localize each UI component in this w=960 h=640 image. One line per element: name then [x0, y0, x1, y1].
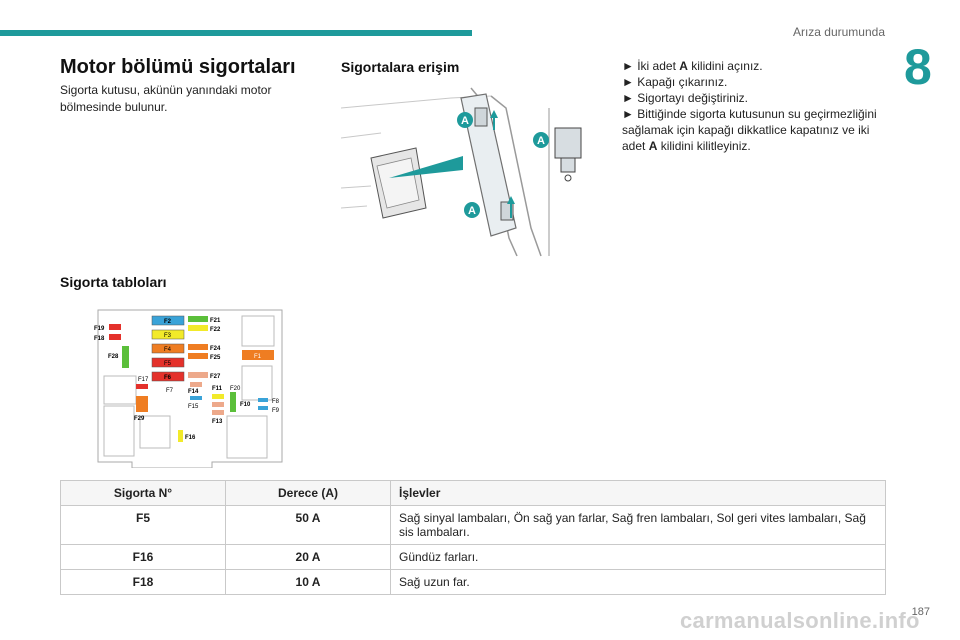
fuse-tables-heading: Sigorta tabloları	[60, 274, 167, 290]
fuse-functions: Sağ sinyal lambaları, Ön sağ yan farlar,…	[390, 505, 886, 545]
fuse-number: F5	[60, 505, 226, 545]
svg-text:F15: F15	[188, 404, 199, 410]
svg-text:F27: F27	[210, 374, 221, 380]
fuse-number: F16	[60, 544, 226, 570]
svg-text:F6: F6	[164, 375, 172, 381]
table-row: F16 20 A Gündüz farları.	[60, 544, 886, 570]
svg-text:F13: F13	[212, 419, 223, 425]
lock-label-a-3: A	[464, 202, 480, 218]
fuse-functions: Sağ uzun far.	[390, 569, 886, 595]
svg-text:A: A	[537, 135, 545, 147]
svg-text:F3: F3	[164, 333, 172, 339]
svg-text:F9: F9	[272, 408, 280, 414]
fuse-box-access-illustration: A A A	[341, 78, 593, 258]
access-heading: Sigortalara erişim	[341, 59, 460, 75]
svg-text:F4: F4	[164, 347, 172, 353]
watermark: carmanualsonline.info	[680, 608, 920, 633]
fuse-rating: 10 A	[225, 569, 391, 595]
step-1: ► İki adet A kilidini açınız.	[622, 59, 763, 73]
access-steps: ► İki adet A kilidini açınız. ► Kapağı ç…	[622, 58, 884, 154]
col-fuse-number: Sigorta N°	[60, 480, 226, 506]
fuse-functions: Gündüz farları.	[390, 544, 886, 570]
svg-text:F14: F14	[188, 389, 199, 395]
step-4: ► Bittiğinde sigorta kutusunun su geçirm…	[622, 107, 877, 153]
header-accent-bar	[0, 30, 472, 36]
svg-text:F28: F28	[108, 354, 119, 360]
svg-text:A: A	[468, 205, 476, 217]
svg-text:F20: F20	[230, 386, 241, 392]
lock-label-a-2: A	[533, 132, 549, 148]
svg-text:F24: F24	[210, 346, 221, 352]
svg-text:F16: F16	[185, 435, 196, 441]
svg-text:F2: F2	[164, 319, 172, 325]
svg-text:F10: F10	[240, 402, 251, 408]
lock-label-a-1: A	[457, 112, 473, 128]
svg-text:F21: F21	[210, 318, 221, 324]
svg-text:F11: F11	[212, 386, 223, 392]
svg-text:F8: F8	[272, 399, 280, 405]
svg-text:F7: F7	[166, 388, 174, 394]
svg-text:F17: F17	[138, 377, 149, 383]
fuse-rating: 50 A	[225, 505, 391, 545]
page-title: Motor bölümü sigortaları	[60, 56, 296, 78]
fuse-table: Sigorta N° Derece (A) İşlevler F5 50 A S…	[60, 480, 886, 595]
svg-text:F22: F22	[210, 327, 221, 333]
col-functions: İşlevler	[390, 480, 886, 506]
fuse-box-diagram: F19 F18 F28 F2 F3 F4 F5 F6 F21 F22 F24 F…	[94, 309, 283, 468]
table-header-row: Sigorta N° Derece (A) İşlevler	[60, 480, 886, 506]
svg-text:F1: F1	[254, 354, 262, 360]
section-title: Arıza durumunda	[792, 25, 885, 39]
col-rating: Derece (A)	[225, 480, 391, 506]
intro-text: Sigorta kutusu, akünün yanındaki motor b…	[60, 83, 272, 114]
page-number: 187	[911, 606, 930, 618]
svg-text:A: A	[461, 115, 469, 127]
svg-text:F18: F18	[94, 336, 105, 342]
svg-text:F29: F29	[134, 416, 145, 422]
chapter-number: 8	[904, 39, 932, 95]
step-2: ► Kapağı çıkarınız.	[622, 75, 728, 89]
svg-text:F5: F5	[164, 361, 172, 367]
step-3: ► Sigortayı değiştiriniz.	[622, 91, 748, 105]
table-row: F5 50 A Sağ sinyal lambaları, Ön sağ yan…	[60, 505, 886, 545]
fuse-number: F18	[60, 569, 226, 595]
svg-text:F25: F25	[210, 355, 221, 361]
svg-text:F19: F19	[94, 326, 105, 332]
fuse-rating: 20 A	[225, 544, 391, 570]
table-row: F18 10 A Sağ uzun far.	[60, 569, 886, 595]
